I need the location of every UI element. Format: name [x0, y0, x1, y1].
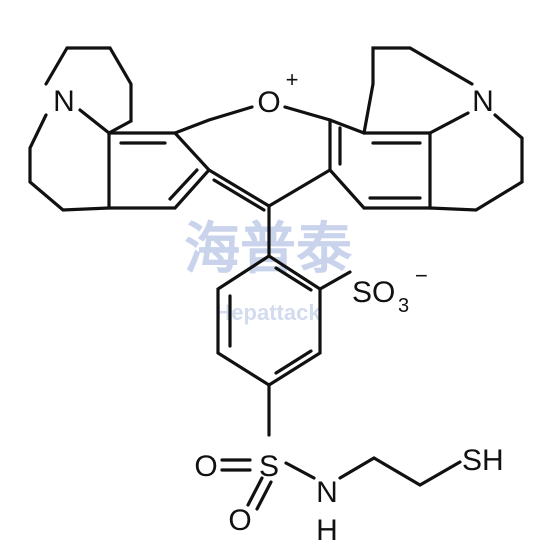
charge-plus: + [286, 67, 299, 92]
atom-n-right: N [472, 85, 494, 118]
atom-n-left: N [53, 85, 75, 118]
sulfonate-subscript: 3 [398, 295, 409, 317]
atom-amide-n: N [316, 476, 338, 509]
atom-sulfonyl-o-left: O [194, 450, 217, 483]
atom-sulfonate: SO [352, 276, 395, 309]
atom-labels: N O + N SO 3 − O S O N H SH [53, 67, 504, 547]
atom-o-ring: O [257, 86, 280, 119]
atom-sulfonyl-s: S [259, 450, 279, 483]
atom-thiol: SH [462, 444, 504, 477]
charge-minus: − [415, 263, 428, 288]
bond-skeleton [28, 46, 524, 511]
atom-sulfonyl-o-bottom: O [228, 504, 251, 537]
watermark-english: Hepattack [215, 300, 321, 325]
atom-amide-h: H [316, 514, 338, 547]
